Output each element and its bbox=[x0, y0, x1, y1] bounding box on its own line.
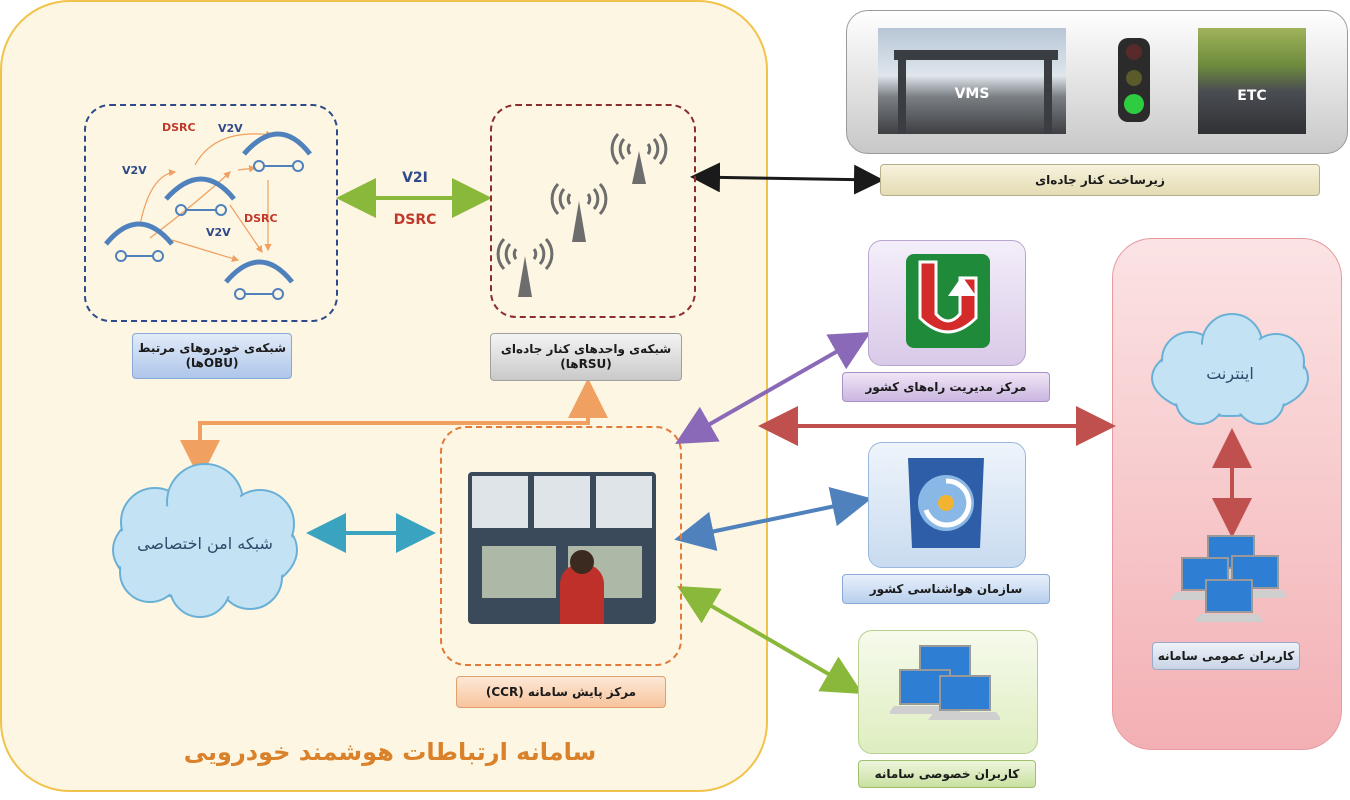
car-icon bbox=[164, 176, 236, 201]
rsu-antennas bbox=[496, 132, 668, 297]
control-room-photo bbox=[468, 472, 656, 624]
antenna-icon bbox=[550, 182, 608, 216]
meteorology-logo-icon bbox=[908, 458, 984, 548]
car-icon bbox=[224, 259, 294, 284]
roadside-infra-label: زیرساخت کنار جاده‌ای bbox=[880, 164, 1320, 196]
etc-photo: ETC bbox=[1198, 28, 1306, 134]
vehicle-network-label-line2: (OBUها) bbox=[185, 356, 239, 370]
private-users-laptops-icon bbox=[890, 645, 1000, 720]
road-management-logo-icon bbox=[906, 254, 990, 348]
car-icon bbox=[104, 221, 174, 246]
vehicle-network-box bbox=[84, 104, 338, 322]
operator-figure bbox=[560, 564, 604, 624]
public-users-label: کاربران عمومی سامانه bbox=[1152, 642, 1300, 670]
road-management-label: مرکز مدیریت راه‌های کشور bbox=[842, 372, 1050, 402]
v2v-label: V2V bbox=[122, 164, 147, 177]
antenna-icon bbox=[496, 237, 554, 271]
traffic-light-icon bbox=[1118, 38, 1150, 122]
car-icon bbox=[242, 131, 312, 156]
rsu-network-label-line2: (RSUها) bbox=[560, 357, 612, 371]
internet-label: اینترنت bbox=[1206, 364, 1254, 383]
private-network-cloud bbox=[112, 463, 298, 618]
meteorology-label: سازمان هواشناسی کشور bbox=[842, 574, 1050, 604]
vms-photo-label: VMS bbox=[954, 86, 990, 102]
rsu-network-box bbox=[490, 104, 696, 318]
v2v-label: V2V bbox=[206, 226, 231, 239]
private-users-label: کاربران خصوصی سامانه bbox=[858, 760, 1036, 788]
rsu-network-label: شبکه‌ی واحدهای کنار جاده‌ای (RSUها) bbox=[490, 333, 682, 381]
v2i-label: V2I bbox=[402, 170, 428, 186]
private-network-label: شبکه امن اختصاصی bbox=[137, 534, 273, 553]
ccr-label: مرکز پایش سامانه (CCR) bbox=[456, 676, 666, 708]
internet-cloud bbox=[1151, 313, 1309, 425]
v2v-label: V2V bbox=[218, 122, 243, 135]
vehicle-network-label: شبکه‌ی خودروهای مرتبط (OBUها) bbox=[132, 333, 292, 379]
v2i-dsrc-label: DSRC bbox=[393, 212, 437, 228]
ccr-box bbox=[440, 426, 682, 666]
dsrc-label: DSRC bbox=[162, 121, 196, 134]
public-users-laptops-icon bbox=[1170, 535, 1286, 622]
vehicle-network-label-line1: شبکه‌ی خودروهای مرتبط bbox=[138, 341, 286, 355]
vehicle-network-diagram: DSRC V2V V2V DSRC V2V bbox=[104, 121, 312, 300]
main-system-title: سامانه ارتباطات هوشمند خودرویی bbox=[183, 738, 597, 766]
rsu-network-label-line1: شبکه‌ی واحدهای کنار جاده‌ای bbox=[500, 342, 672, 356]
antenna-icon bbox=[610, 132, 668, 166]
etc-photo-label: ETC bbox=[1237, 88, 1267, 104]
dsrc-label: DSRC bbox=[244, 212, 278, 225]
vms-photo: VMS bbox=[878, 28, 1066, 134]
